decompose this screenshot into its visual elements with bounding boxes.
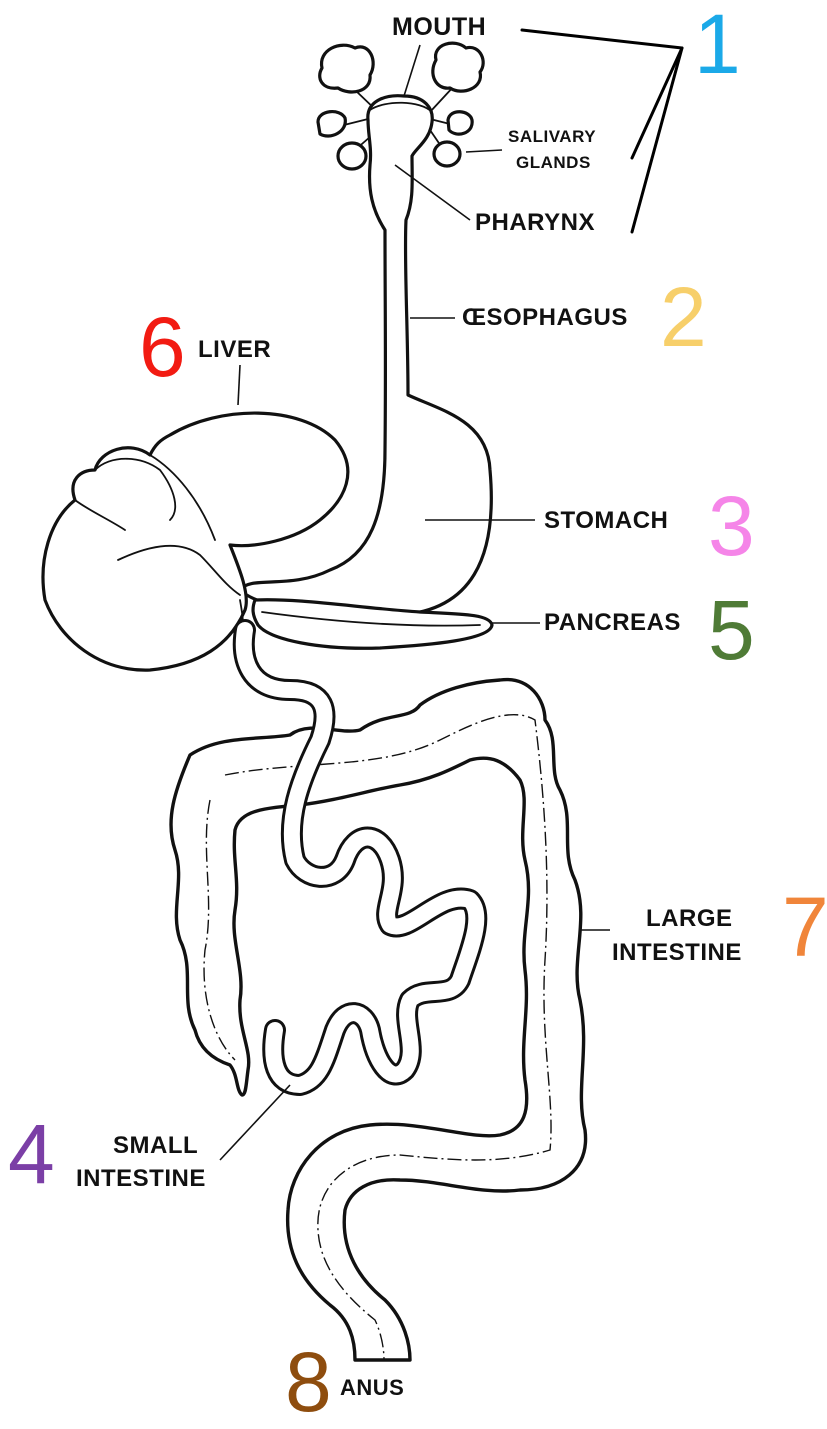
small-intestine-label-line1: SMALL [113,1133,198,1158]
number-7: 7 [782,885,827,969]
number-1: 1 [694,2,741,86]
large-intestine-label-line2: INTESTINE [612,940,742,965]
number-3: 3 [708,484,755,568]
small-intestine-label-line2: INTESTINE [76,1166,206,1191]
number-8: 8 [285,1340,332,1424]
mouth-label: MOUTH [392,14,486,40]
large-intestine-label-line1: LARGE [646,906,733,931]
salivary-glands-label-line2: GLANDS [516,154,591,172]
large-intestine [171,680,586,1360]
pharynx-label: PHARYNX [475,210,595,235]
number-6: 6 [139,305,186,389]
liver-label: LIVER [198,337,271,362]
stomach-label: STOMACH [544,508,668,533]
number-5: 5 [708,588,755,672]
salivary-glands-label-line1: SALIVARY [508,128,596,146]
number-4: 4 [8,1112,55,1196]
anus-label: ANUS [340,1376,404,1399]
pancreas [253,600,492,649]
pancreas-label: PANCREAS [544,610,681,635]
number-2: 2 [660,275,707,359]
oesophagus-label: ŒSOPHAGUS [462,305,628,330]
